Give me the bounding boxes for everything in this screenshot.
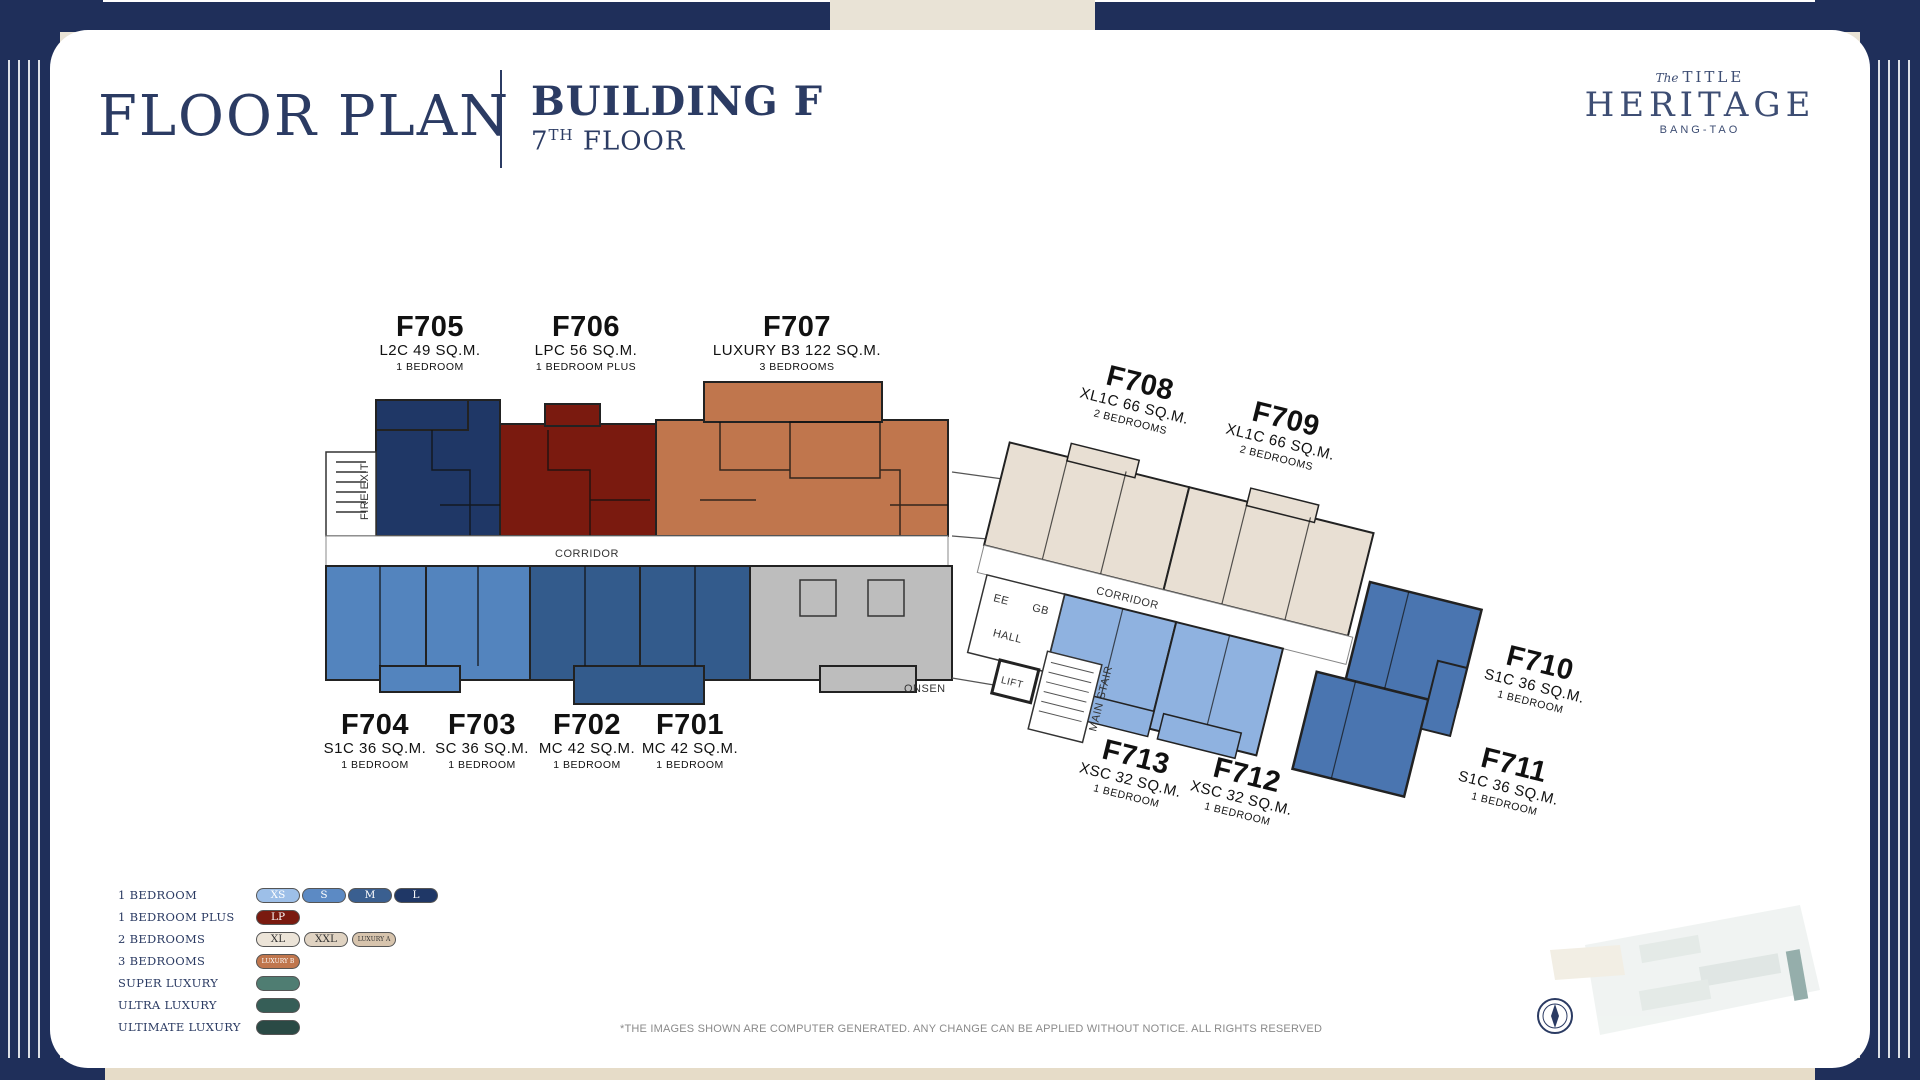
unit-bedrooms: 1 BEDROOM	[656, 759, 724, 771]
legend-chip-ultra-luxury	[256, 998, 300, 1013]
unit-bedrooms: 1 BEDROOM PLUS	[535, 361, 637, 373]
unit-id: F703	[447, 709, 517, 741]
legend-chip-ultimate-luxury	[256, 1020, 300, 1035]
corridor-west-label: CORRIDOR	[555, 548, 619, 560]
fire-exit-label: FIRE EXIT	[359, 463, 371, 520]
legend-chip-xs: XS	[256, 888, 300, 903]
title-divider	[500, 70, 502, 168]
lift-label: LIFT	[1000, 675, 1025, 691]
unit-shape-f707-top	[703, 381, 883, 423]
legend-label: 1 BEDROOM	[118, 888, 198, 902]
unit-type: L2C 49 SQ.M.	[379, 342, 481, 359]
unit-id: F704	[340, 709, 410, 741]
legend-chip-xl: XL	[256, 932, 300, 947]
unit-id: F701	[655, 709, 725, 741]
legend-row-ultra-luxury: ULTRA LUXURY	[118, 996, 518, 1018]
unit-type: LPC 56 SQ.M.	[534, 342, 638, 359]
logo-top-text: TITLE	[1682, 68, 1745, 86]
unit-id: F702	[552, 709, 622, 741]
legend-row-2-bedrooms: 2 BEDROOMS XL XXL LUXURY A	[118, 930, 518, 952]
logo-main-text: HERITAGE	[1584, 85, 1816, 125]
unit-id: F706	[551, 311, 621, 343]
legend-label: SUPER LUXURY	[118, 976, 219, 990]
unit-type: MC 42 SQ.M.	[538, 740, 636, 757]
unit-shape-f704	[325, 565, 427, 681]
unit-label-f706: F706 LPC 56 SQ.M. 1 BEDROOM PLUS	[496, 312, 676, 375]
unit-shape-f711	[1290, 670, 1430, 799]
legend-chip-lp: LP	[256, 910, 300, 925]
unit-bedrooms: 1 BEDROOM	[553, 759, 621, 771]
legend-chip-s: S	[302, 888, 346, 903]
unit-label-f704: F704 S1C 36 SQ.M. 1 BEDROOM	[305, 710, 445, 773]
legend-label: 1 BEDROOM PLUS	[118, 910, 235, 924]
site-plan-thumbnail	[1550, 905, 1820, 1035]
floor-suffix: TH	[548, 126, 574, 144]
legend-chip-super-luxury	[256, 976, 300, 991]
compass-icon	[1537, 998, 1573, 1034]
unit-shape-f705-top	[375, 399, 469, 431]
unit-type: SC 36 SQ.M.	[435, 740, 529, 757]
unit-label-f705: F705 L2C 49 SQ.M. 1 BEDROOM	[340, 312, 520, 375]
legend-chip-l: L	[394, 888, 438, 903]
floor-word: FLOOR	[582, 126, 686, 157]
floor-title: 7TH FLOOR	[531, 126, 685, 157]
unit-label-f702: F702 MC 42 SQ.M. 1 BEDROOM	[517, 710, 657, 773]
unit-bedrooms: 1 BEDROOM	[448, 759, 516, 771]
legend-label: ULTIMATE LUXURY	[118, 1020, 241, 1034]
unit-label-f707: F707 LUXURY B3 122 SQ.M. 3 BEDROOMS	[687, 312, 907, 375]
legend-row-super-luxury: SUPER LUXURY	[118, 974, 518, 996]
unit-type: S1C 36 SQ.M.	[323, 740, 427, 757]
corridor-west	[325, 535, 949, 567]
logo-sub-text: BANG-TAO	[1659, 124, 1741, 136]
onsen-block	[749, 565, 953, 681]
legend-row-1-bedroom: 1 BEDROOM XS S M L	[118, 886, 518, 908]
unit-label-f701: F701 MC 42 SQ.M. 1 BEDROOM	[620, 710, 760, 773]
legend-row-ultimate-luxury: ULTIMATE LUXURY	[118, 1018, 518, 1040]
gb-label: GB	[1031, 602, 1050, 618]
legend-label: 2 BEDROOMS	[118, 932, 206, 946]
logo-script: The	[1655, 71, 1679, 85]
legend-chip-luxury-b: LUXURY B	[256, 954, 300, 969]
floor-number: 7	[531, 126, 549, 157]
unit-id: F707	[762, 311, 832, 343]
unit-type: LUXURY B3 122 SQ.M.	[712, 342, 882, 359]
unit-bedrooms: 3 BEDROOMS	[759, 361, 835, 373]
unit-label-f703: F703 SC 36 SQ.M. 1 BEDROOM	[412, 710, 552, 773]
legend-chip-xxl: XXL	[304, 932, 348, 947]
legend-chip-m: M	[348, 888, 392, 903]
legend-label: 3 BEDROOMS	[118, 954, 206, 968]
unit-id: F705	[395, 311, 465, 343]
unit-bedrooms: 1 BEDROOM	[396, 361, 464, 373]
legend-row-1-bedroom-plus: 1 BEDROOM PLUS LP	[118, 908, 518, 930]
unit-shape-f706	[499, 423, 657, 537]
building-title: BUILDING F	[531, 78, 823, 125]
legend-label: ULTRA LUXURY	[118, 998, 217, 1012]
unit-shape-f706-top	[544, 403, 601, 427]
unit-type: MC 42 SQ.M.	[641, 740, 739, 757]
page-title: FLOOR PLAN	[98, 84, 511, 149]
unit-bedrooms: 1 BEDROOM	[341, 759, 409, 771]
ee-label: EE	[992, 592, 1010, 607]
legend-chip-luxury-a: LUXURY A	[352, 932, 396, 947]
legend-row-3-bedrooms: 3 BEDROOMS LUXURY B	[118, 952, 518, 974]
onsen-label: ONSEN	[904, 683, 946, 695]
disclaimer-footnote: *THE IMAGES SHOWN ARE COMPUTER GENERATED…	[620, 1023, 1323, 1035]
